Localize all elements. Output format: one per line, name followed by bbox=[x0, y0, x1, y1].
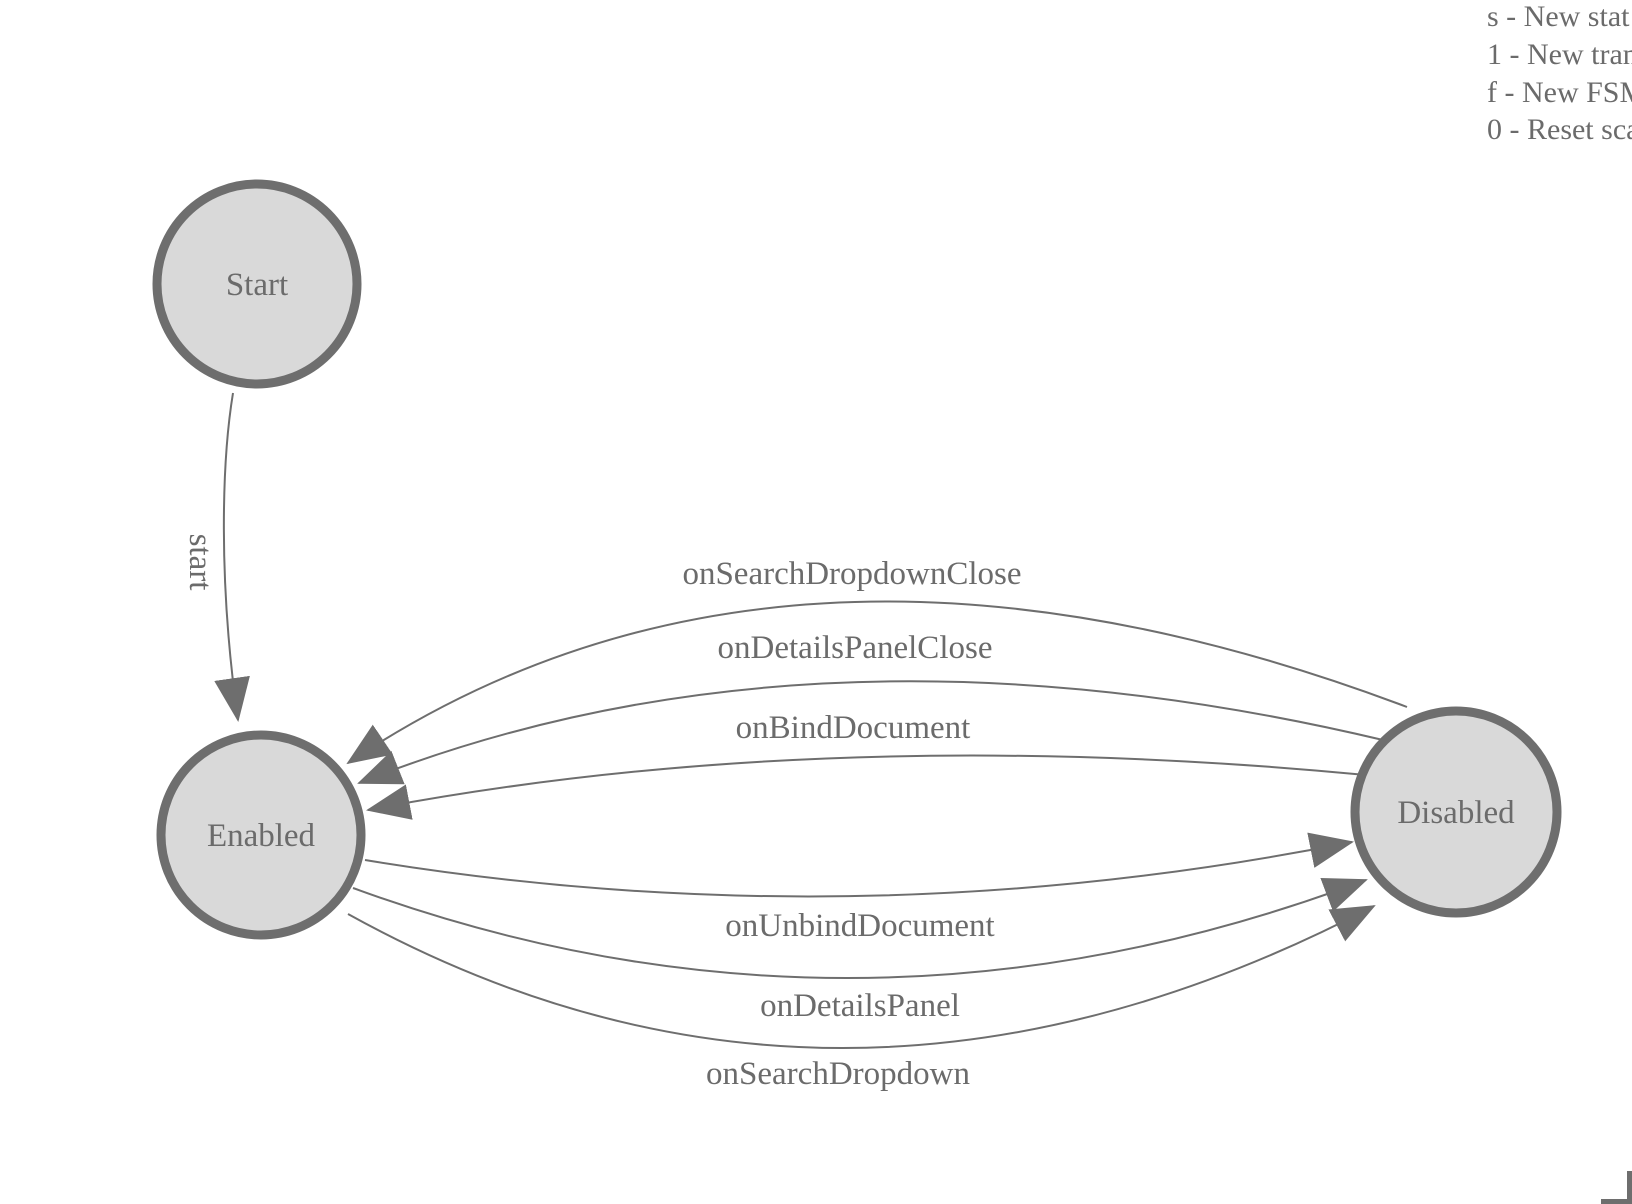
transition-label-onbinddocument: onBindDocument bbox=[736, 710, 971, 746]
transition-label-start: start bbox=[182, 534, 218, 591]
legend-line-new-fsm: f - New FSM bbox=[1487, 76, 1632, 109]
transition-label-ondetailspanel: onDetailsPanel bbox=[760, 988, 960, 1024]
legend-line-new-transition: 1 - New tran bbox=[1487, 38, 1632, 71]
transition-label-ondetailspanelclose: onDetailsPanelClose bbox=[718, 630, 993, 666]
transition-start-edge[interactable] bbox=[214, 392, 250, 722]
transition-onunbinddocument-edge[interactable] bbox=[364, 832, 1354, 898]
state-node-disabled[interactable] bbox=[1350, 706, 1562, 918]
state-label-start: Start bbox=[226, 267, 288, 303]
state-label-disabled: Disabled bbox=[1397, 795, 1515, 831]
state-node-enabled[interactable] bbox=[156, 730, 366, 940]
transition-onsearchdropdown-edge[interactable] bbox=[347, 905, 1376, 1049]
legend-line-new-state: s - New stat bbox=[1487, 0, 1630, 33]
transition-ondetailspanelclose-edge[interactable] bbox=[357, 680, 1384, 785]
shortcut-legend: s - New stat 1 - New tran f - New FSM 0 … bbox=[1487, 0, 1632, 146]
transition-onbinddocument-edge[interactable] bbox=[366, 754, 1367, 820]
transition-ondetailspanel-edge[interactable] bbox=[352, 877, 1368, 980]
state-label-enabled: Enabled bbox=[207, 818, 316, 854]
canvas-corner-vertical-bar bbox=[1627, 1171, 1632, 1204]
transition-onsearchdropdownclose-edge[interactable] bbox=[346, 600, 1408, 765]
legend-line-reset: 0 - Reset sca bbox=[1487, 113, 1632, 146]
transition-label-onsearchdropdownclose: onSearchDropdownClose bbox=[682, 556, 1021, 592]
canvas-corner-horizontal-bar bbox=[1601, 1199, 1632, 1204]
transition-label-onsearchdropdown: onSearchDropdown bbox=[706, 1056, 970, 1092]
state-node-start[interactable] bbox=[152, 179, 362, 389]
canvas-corner-mark bbox=[1601, 1171, 1632, 1204]
transition-label-onunbinddocument: onUnbindDocument bbox=[725, 908, 994, 944]
